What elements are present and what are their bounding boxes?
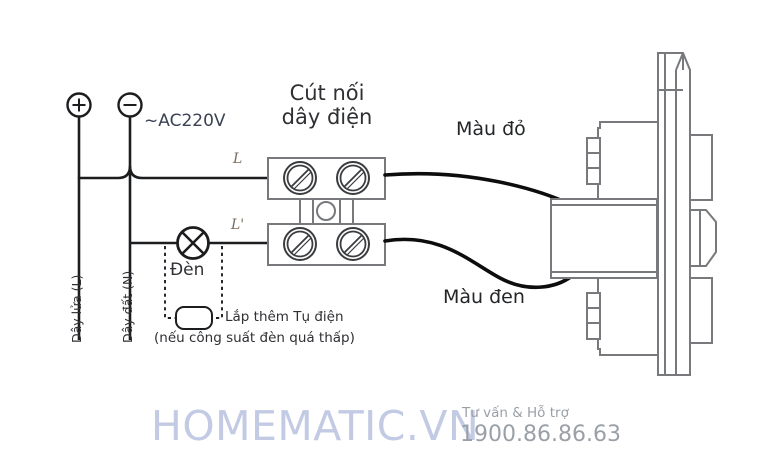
screw-terminal-icon [336, 161, 370, 195]
screw-terminal-icon [283, 161, 317, 195]
live-branch-wire [77, 165, 270, 180]
lamp-symbol-icon [176, 226, 210, 260]
capacitor-symbol [175, 306, 213, 330]
connector-block [267, 157, 386, 266]
support-label: Tư vấn & Hỗ trợ [462, 405, 569, 421]
wire-label-live: L [233, 151, 243, 167]
black-wire-label: Màu đen [443, 286, 525, 308]
supply-terminal-minus [117, 92, 143, 118]
red-wire-label: Màu đỏ [456, 118, 526, 140]
capacitor-note-line2: (nếu công suất đèn quá thấp) [154, 330, 355, 346]
wire-label-switched: L' [231, 217, 245, 233]
supply-terminal-plus [66, 92, 92, 118]
vertical-label-live: Dây lửa (L) [69, 274, 84, 343]
supply-voltage-label: ~AC220V [144, 111, 226, 131]
vertical-label-neutral: Dây đất (N) [120, 270, 135, 343]
screw-terminal-icon [283, 227, 317, 261]
red-wire-path [383, 171, 574, 207]
capacitor-note-line1: Lắp thêm Tụ điện [225, 309, 344, 325]
lamp-label: Đèn [170, 260, 205, 280]
connector-title: Cút nối dây điện [281, 81, 373, 129]
support-phone: 1900.86.86.63 [460, 422, 621, 447]
wall-switch-device [550, 52, 717, 376]
black-wire-path [383, 237, 574, 290]
brand-watermark: HOMEMATIC.VN [151, 402, 480, 450]
screw-terminal-icon [336, 227, 370, 261]
